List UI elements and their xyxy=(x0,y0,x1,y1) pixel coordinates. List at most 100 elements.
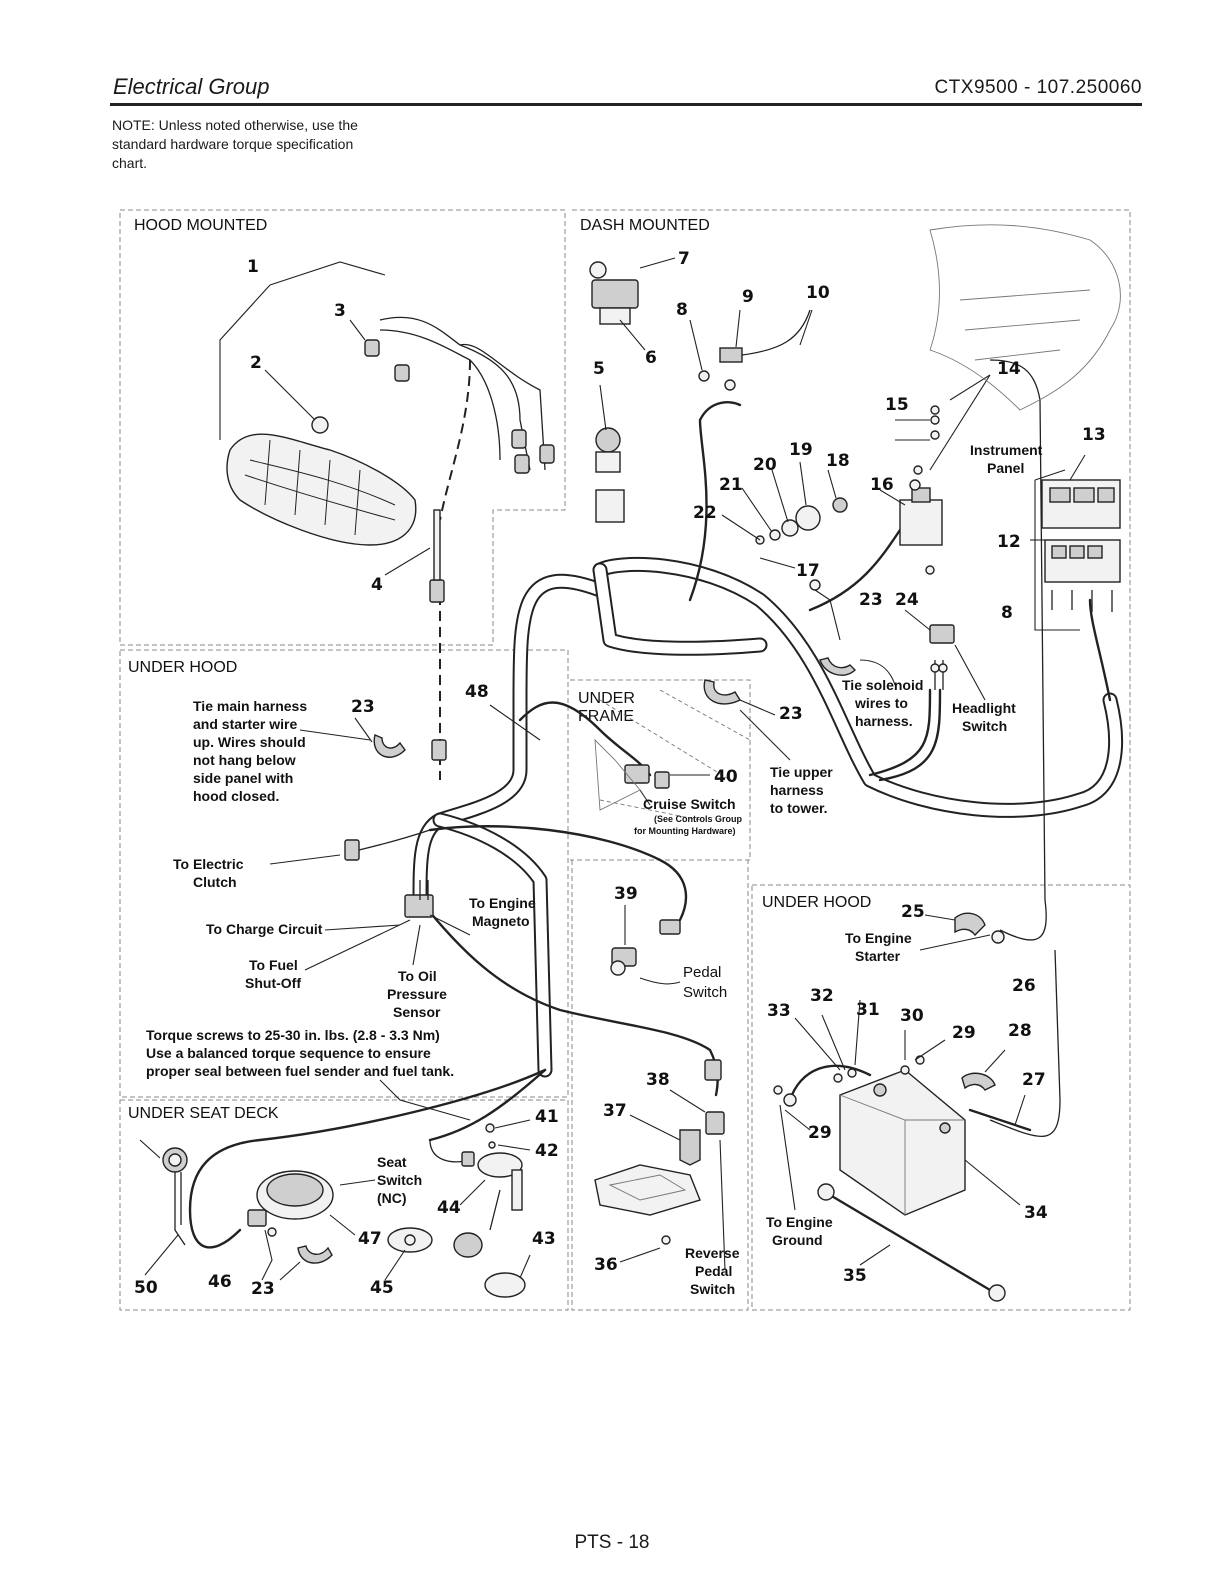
part-number: 19 xyxy=(789,440,813,460)
hood-leader-lines xyxy=(219,261,431,576)
callout-charge-circuit: To Charge Circuit xyxy=(206,921,323,937)
part-number: 23 xyxy=(251,1279,275,1299)
callout-instrument-panel: Panel xyxy=(987,460,1024,476)
callout-reverse-switch: Switch xyxy=(690,1281,735,1297)
key-switch-parts xyxy=(721,461,848,569)
part-number: 40 xyxy=(714,767,738,787)
part-number: 20 xyxy=(753,455,777,475)
headlight-assembly xyxy=(226,433,417,546)
part-number: 24 xyxy=(895,590,919,610)
part-number: 2 xyxy=(250,353,262,373)
callout-oil-sensor: Sensor xyxy=(393,1004,441,1020)
section-under-hood-right: UNDER HOOD xyxy=(762,894,871,911)
callout-seat-switch: (NC) xyxy=(377,1190,407,1206)
part-number: 10 xyxy=(806,283,830,303)
tie-clamp-23-frame xyxy=(703,679,791,761)
callout-oil-sensor: To Oil xyxy=(398,968,437,984)
callout-torque: proper seal between fuel sender and fuel… xyxy=(146,1063,454,1079)
callout-cruise-note: for Mounting Hardware) xyxy=(634,826,736,836)
part-number: 29 xyxy=(952,1023,976,1043)
callout-tie-upper: harness xyxy=(770,782,824,798)
section-under-hood-left: UNDER HOOD xyxy=(128,659,237,676)
callout-tie-upper: to tower. xyxy=(770,800,828,816)
cruise-switch-part xyxy=(594,738,710,811)
instrument-cluster xyxy=(1030,454,1121,631)
callout-electric-clutch: To Electric xyxy=(173,856,244,872)
part-number: 14 xyxy=(997,359,1021,379)
part-number: 13 xyxy=(1082,425,1106,445)
callout-tie-main: up. Wires should xyxy=(193,734,306,750)
connectors-under-hood xyxy=(269,704,541,1121)
callout-headlight-switch: Switch xyxy=(962,718,1007,734)
callout-reverse-switch: Reverse xyxy=(685,1245,740,1261)
callout-tie-main: hood closed. xyxy=(193,788,279,804)
callout-engine-starter: Starter xyxy=(855,948,901,964)
callout-engine-ground: Ground xyxy=(772,1232,823,1248)
ignition-switch xyxy=(589,257,676,351)
model-number: CTX9500 - 107.250060 xyxy=(934,77,1142,98)
part-number: 6 xyxy=(645,348,657,368)
part-number: 26 xyxy=(1012,976,1036,996)
callout-tie-solenoid: wires to xyxy=(854,695,908,711)
callout-engine-magneto: Magneto xyxy=(472,913,530,929)
callout-tie-main: not hang below xyxy=(193,752,296,768)
torque-note: NOTE: Unless noted otherwise, use the st… xyxy=(112,117,358,171)
part-number: 23 xyxy=(779,704,803,724)
callout-tie-main: and starter wire xyxy=(193,716,297,732)
callout-fuel-shutoff: To Fuel xyxy=(249,957,298,973)
part-number: 30 xyxy=(900,1006,924,1026)
part-number: 43 xyxy=(532,1229,556,1249)
solenoid-hardware xyxy=(895,374,991,475)
part-number: 15 xyxy=(885,395,909,415)
callout-tie-solenoid: harness. xyxy=(855,713,913,729)
section-under-frame-line1: UNDER xyxy=(578,690,635,707)
section-dash-mounted: DASH MOUNTED xyxy=(580,217,710,234)
part-number: 23 xyxy=(859,590,883,610)
part-number: 18 xyxy=(826,451,850,471)
callout-tie-main: Tie main harness xyxy=(193,698,307,714)
callout-torque: Torque screws to 25-30 in. lbs. (2.8 - 3… xyxy=(146,1027,440,1043)
callout-fuel-shutoff: Shut-Off xyxy=(245,975,301,991)
part-number: 7 xyxy=(678,249,690,269)
ground-strap xyxy=(817,1183,1006,1302)
part-number: 45 xyxy=(370,1278,394,1298)
part-number: 12 xyxy=(997,532,1021,552)
callout-engine-magneto: To Engine xyxy=(469,895,536,911)
seat-switch-part xyxy=(247,1170,376,1281)
part-number: 41 xyxy=(535,1107,559,1127)
part-number: 35 xyxy=(843,1266,867,1286)
callout-cruise-switch: Cruise Switch xyxy=(643,796,736,812)
part-number: 32 xyxy=(810,986,834,1006)
part-number: 33 xyxy=(767,1001,791,1021)
part-number: 50 xyxy=(134,1278,158,1298)
pto-switch xyxy=(595,384,625,523)
seat-deck-connector-50 xyxy=(139,1139,188,1276)
part-number: 17 xyxy=(796,561,820,581)
part-number: 21 xyxy=(719,475,743,495)
callout-torque: Use a balanced torque sequence to ensure xyxy=(146,1045,431,1061)
part-number: 44 xyxy=(437,1198,461,1218)
part-number: 23 xyxy=(351,697,375,717)
battery xyxy=(839,1069,1021,1216)
tie-clamps-dash xyxy=(809,579,948,690)
callout-engine-starter: To Engine xyxy=(845,930,912,946)
starter-terminal xyxy=(919,912,1005,951)
solenoid xyxy=(879,479,943,575)
part-number: 34 xyxy=(1024,1203,1048,1223)
part-number: 46 xyxy=(208,1272,232,1292)
pedal-switch-part xyxy=(610,905,681,985)
battery-cables xyxy=(773,999,1032,1211)
callout-oil-sensor: Pressure xyxy=(387,986,447,1002)
page-number: PTS - 18 xyxy=(574,1532,650,1553)
callout-instrument-panel: Instrument xyxy=(970,442,1043,458)
cruise-relay xyxy=(689,309,743,391)
part-number: 22 xyxy=(693,503,717,523)
section-under-seat-deck: UNDER SEAT DECK xyxy=(128,1105,279,1122)
callout-seat-switch: Seat xyxy=(377,1154,407,1170)
part-number: 25 xyxy=(901,902,925,922)
part-number: 5 xyxy=(593,359,605,379)
part-number: 31 xyxy=(856,1000,880,1020)
callout-electric-clutch: Clutch xyxy=(193,874,237,890)
tie-clamp-under-hood xyxy=(299,717,406,758)
